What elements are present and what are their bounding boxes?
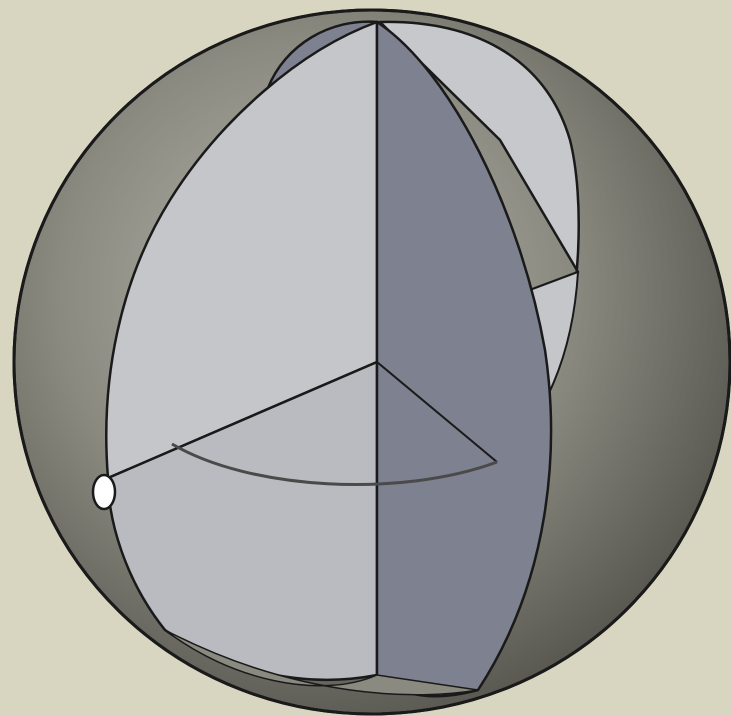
surface-point-marker	[93, 475, 115, 509]
